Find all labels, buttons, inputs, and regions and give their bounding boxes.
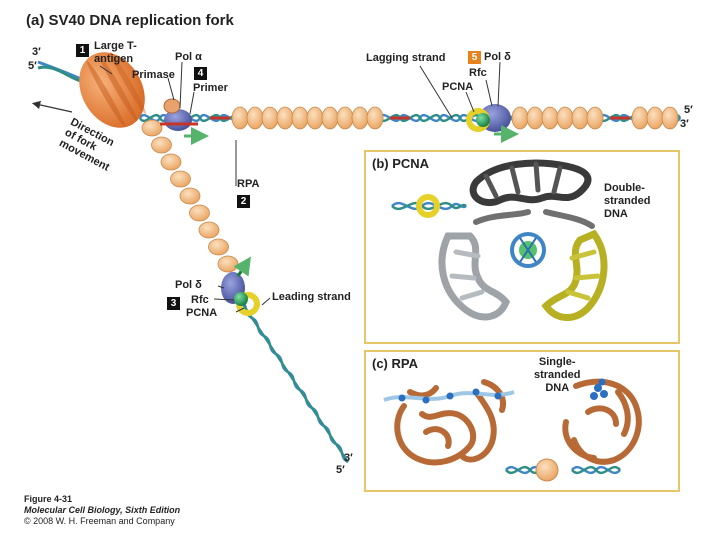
book-title: Molecular Cell Biology, Sixth Edition — [24, 505, 181, 515]
rpa-label: RPA — [237, 178, 260, 190]
leading-strand-dna — [238, 298, 350, 464]
strand-end-5-right: 5′ — [684, 104, 693, 116]
single-stranded-dna-label: Single- stranded DNA — [534, 356, 581, 394]
pcna-structure — [391, 159, 608, 321]
strand-end-3-bottom: 3′ — [344, 452, 353, 464]
double-stranded-dna-label: Double- stranded DNA — [604, 182, 651, 220]
pol-delta-complex-top — [466, 104, 511, 132]
leader-lines — [99, 61, 501, 313]
pol-delta-bottom-label: Pol δ — [175, 279, 202, 291]
copyright: © 2008 W. H. Freeman and Company — [24, 516, 175, 526]
pcna-panel: (b) PCNA Double- stranded DNA — [364, 150, 680, 344]
pcna-top-label: PCNA — [442, 81, 474, 93]
primer-label: Primer — [193, 82, 228, 94]
pol-alpha-label: Pol α — [175, 51, 202, 63]
strand-end-3-top-left: 3′ — [32, 46, 41, 58]
step-1-badge: 1 — [76, 44, 89, 57]
primase-pol-alpha — [160, 98, 198, 131]
leading-strand-label: Leading strand — [272, 291, 351, 303]
figure-caption: Figure 4-31 Molecular Cell Biology, Sixt… — [24, 494, 180, 527]
rfc-bottom-label: Rfc — [191, 294, 209, 306]
rpa-structure — [383, 378, 642, 482]
arrow-pol-delta-bottom — [233, 256, 251, 277]
figure-title: (a) SV40 DNA replication fork — [26, 12, 234, 29]
step-5-badge: 5 — [468, 51, 481, 64]
pol-delta-top-label: Pol δ — [484, 51, 511, 63]
strand-end-3-right: 3′ — [680, 118, 689, 130]
rpa-beads-top — [231, 106, 679, 130]
pol-delta-complex-bottom — [221, 272, 260, 316]
step-3-badge: 3 — [167, 297, 180, 310]
primase-label: Primase — [132, 69, 175, 81]
pcna-bottom-label: PCNA — [186, 307, 218, 319]
large-t-label: Large T- antigen — [94, 40, 137, 65]
step-4-badge: 4 — [194, 67, 207, 80]
figure-number: Figure 4-31 — [24, 494, 73, 504]
fork-direction-arrow — [31, 100, 73, 113]
rpa-panel: (c) RPA Single- stranded DNA — [364, 350, 680, 492]
pcna-panel-title: (b) PCNA — [372, 156, 430, 171]
strand-end-5-top-left: 5′ — [28, 60, 37, 72]
rfc-top-label: Rfc — [469, 67, 487, 79]
rpa-panel-title: (c) RPA — [372, 356, 418, 371]
rpa-beads-diagonal — [141, 119, 239, 273]
step-2-badge: 2 — [237, 195, 250, 208]
lagging-strand-label: Lagging strand — [366, 52, 446, 64]
strand-end-5-bottom: 5′ — [336, 464, 345, 476]
